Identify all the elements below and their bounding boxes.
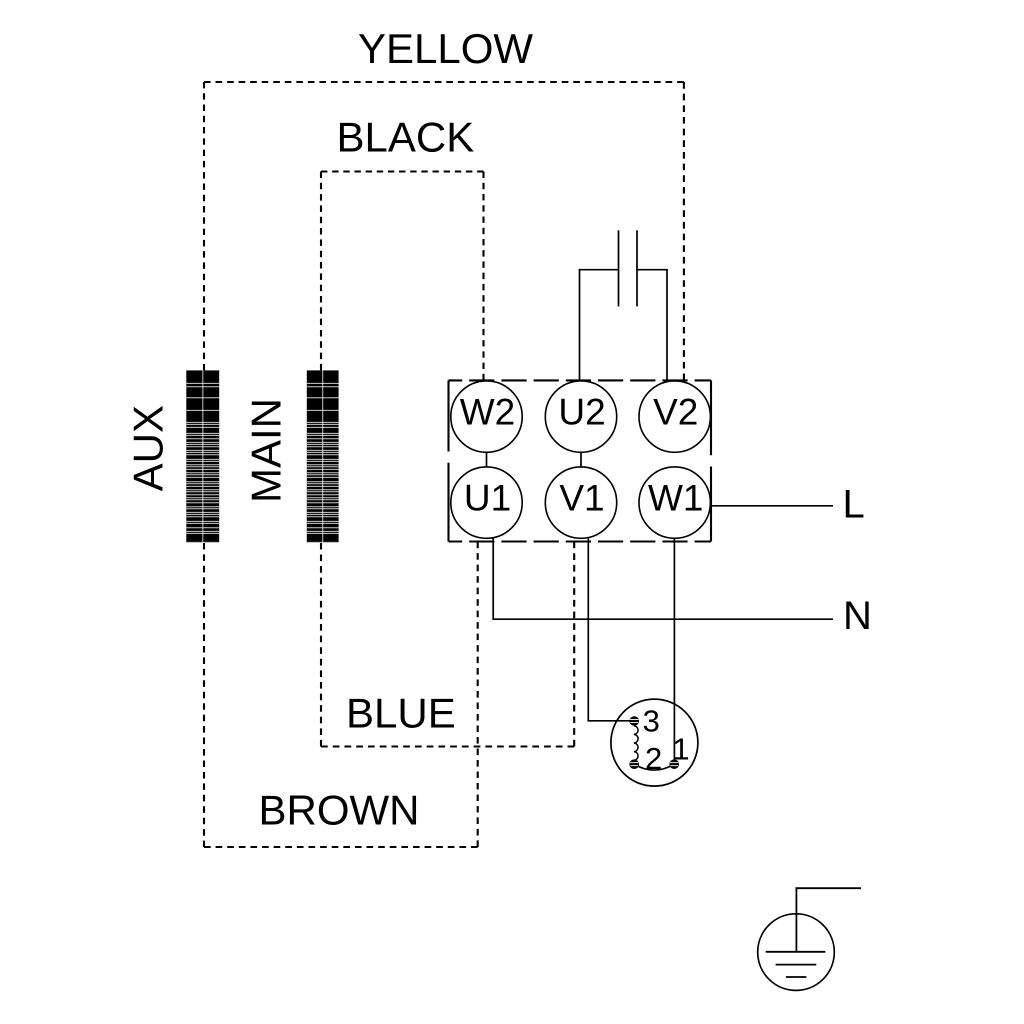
svg-text:MAIN: MAIN xyxy=(243,398,290,503)
svg-text:W1: W1 xyxy=(648,478,704,519)
svg-text:BLUE: BLUE xyxy=(346,689,456,736)
svg-text:3: 3 xyxy=(643,703,660,738)
svg-text:BLACK: BLACK xyxy=(337,114,475,161)
svg-text:L: L xyxy=(843,483,865,527)
svg-text:2: 2 xyxy=(645,741,662,776)
svg-text:V1: V1 xyxy=(559,478,604,519)
svg-text:U1: U1 xyxy=(464,478,511,519)
svg-text:W2: W2 xyxy=(460,392,516,433)
svg-text:N: N xyxy=(843,594,872,638)
svg-text:1: 1 xyxy=(672,731,689,766)
svg-text:U2: U2 xyxy=(558,392,605,433)
svg-text:AUX: AUX xyxy=(125,405,172,491)
svg-text:V2: V2 xyxy=(653,392,698,433)
svg-text:YELLOW: YELLOW xyxy=(358,25,533,72)
svg-text:BROWN: BROWN xyxy=(259,786,420,833)
